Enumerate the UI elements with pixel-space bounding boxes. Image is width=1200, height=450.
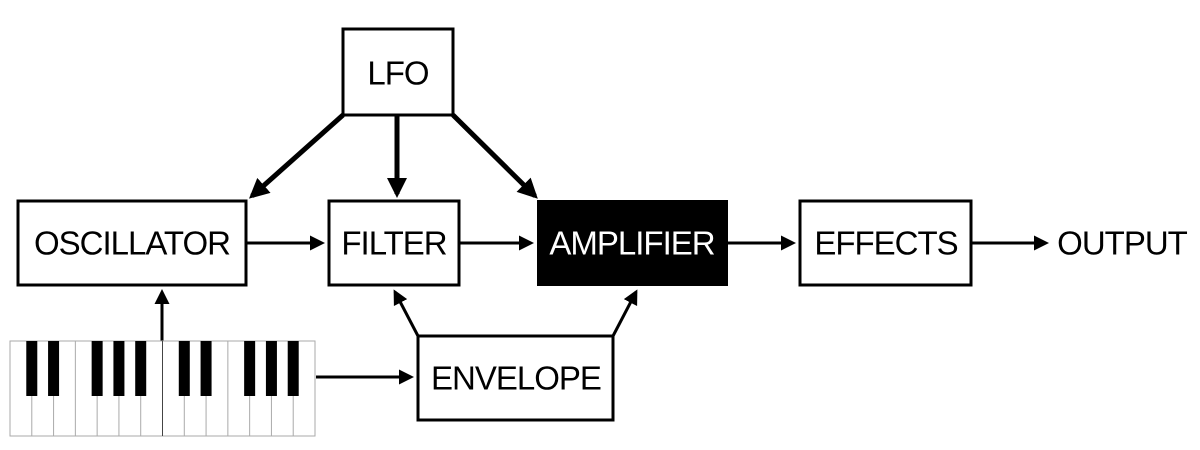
arrow-lfo-to-oscillator — [249, 113, 345, 199]
oscillator-block: OSCILLATOR — [16, 199, 248, 287]
black-key — [287, 341, 299, 396]
black-key — [113, 341, 125, 396]
black-key — [26, 341, 38, 396]
envelope-block: ENVELOPE — [416, 334, 615, 422]
amplifier-block: AMPLIFIER — [537, 200, 728, 286]
filter-block: FILTER — [327, 199, 461, 287]
black-key — [200, 341, 212, 396]
black-key — [91, 341, 103, 396]
black-key — [48, 341, 60, 396]
output-label: OUTPUT — [1057, 225, 1188, 262]
black-key — [244, 341, 256, 396]
connections — [154, 113, 1049, 385]
filter-label: FILTER — [341, 225, 446, 262]
lfo-block: LFO — [341, 27, 455, 117]
black-key — [135, 341, 147, 396]
envelope-label: ENVELOPE — [431, 360, 601, 397]
amplifier-label: AMPLIFIER — [549, 225, 714, 262]
lfo-label: LFO — [367, 55, 429, 92]
oscillator-label: OSCILLATOR — [34, 225, 230, 262]
black-key — [265, 341, 277, 396]
arrow-envelope-to-filter — [393, 289, 420, 337]
effects-block: EFFECTS — [798, 199, 973, 287]
black-key — [178, 341, 190, 396]
arrow-lfo-to-amplifier — [451, 113, 538, 199]
arrow-envelope-to-amplifier — [611, 289, 638, 337]
piano-keyboard-icon — [9, 340, 316, 437]
effects-label: EFFECTS — [814, 225, 957, 262]
